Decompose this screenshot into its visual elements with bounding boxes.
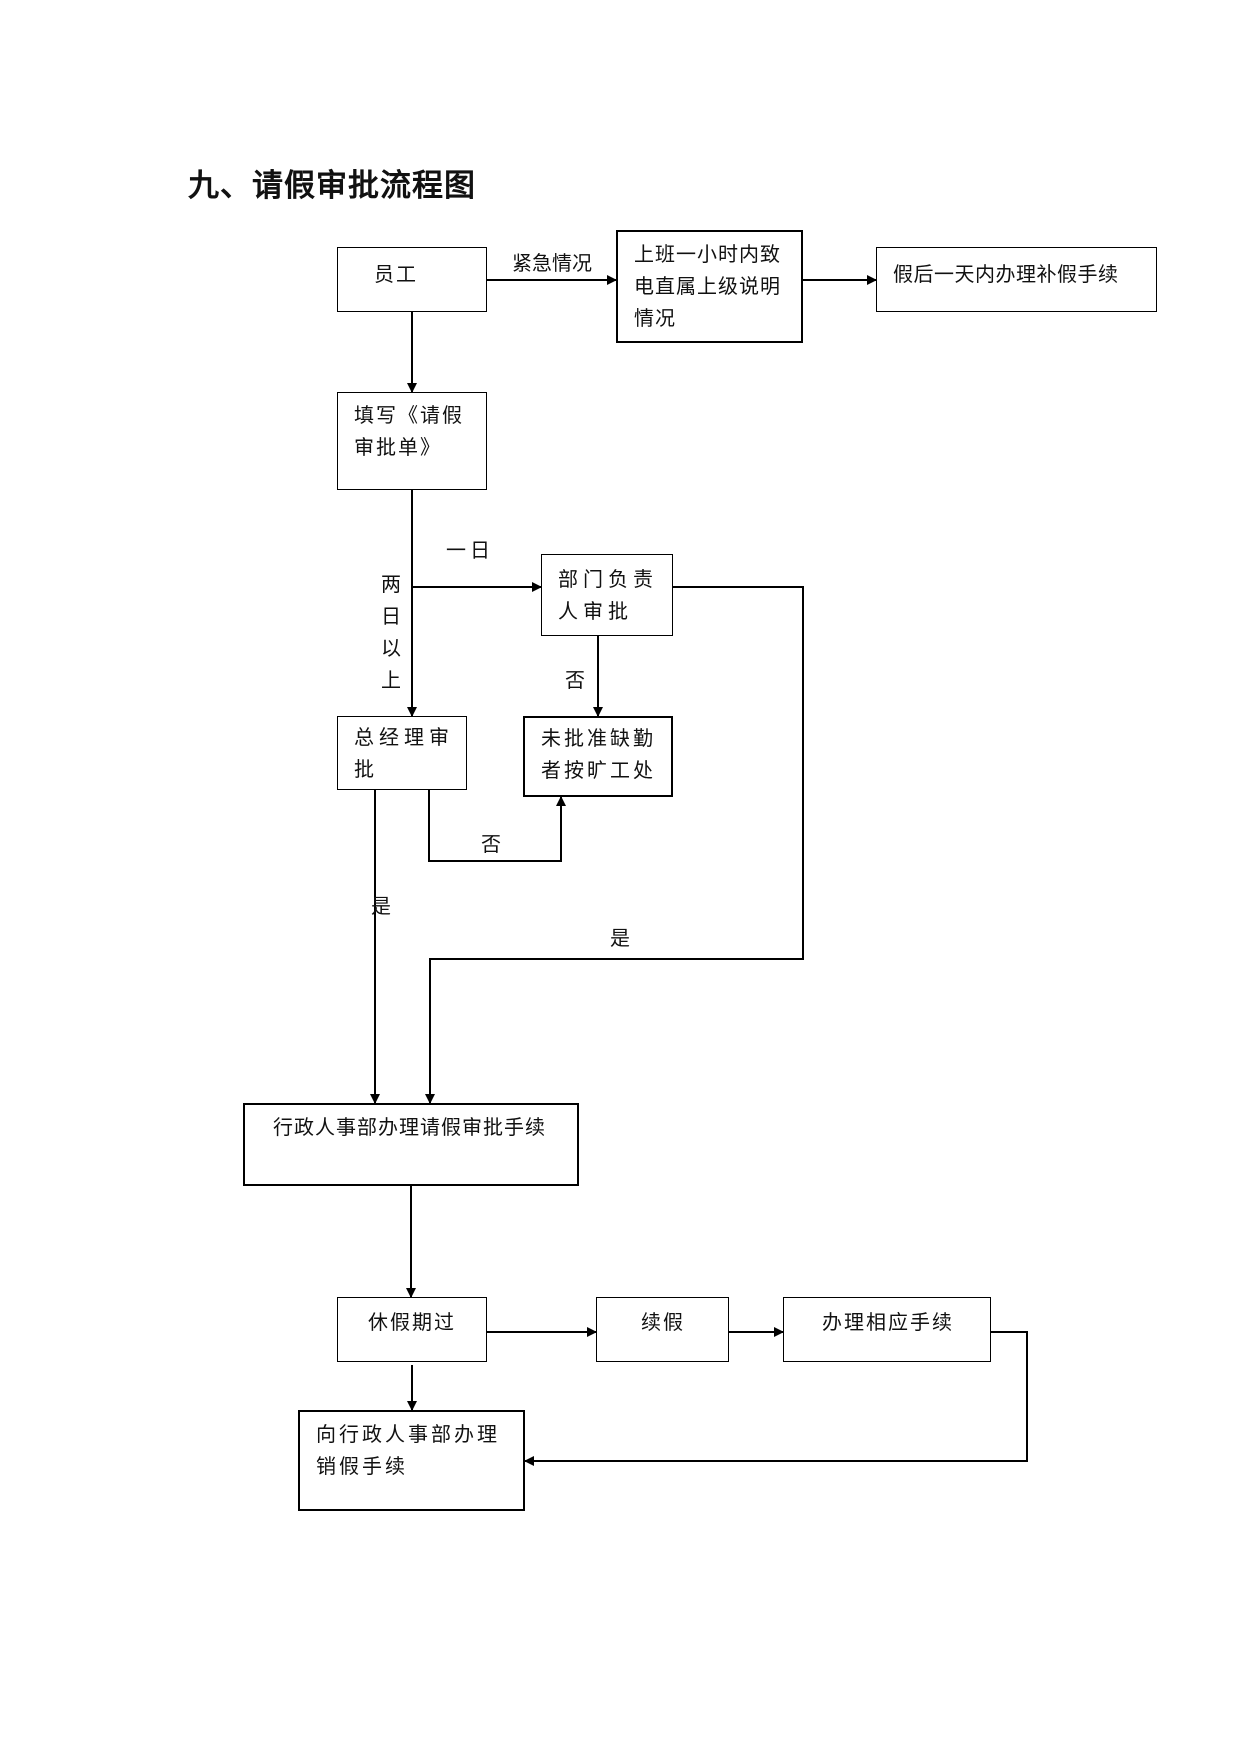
emergency-call-line-2: 电直属上级说明 [634,274,781,298]
emergency-call-node: 上班一小时内致 电直属上级说明 情况 [616,230,803,343]
dept-no-edge-label: 否 [565,668,585,692]
makeup-leave-node: 假后一天内办理补假手续 [876,247,1157,312]
fill-form-line-1: 填写《请假 [354,403,464,427]
extend-leave-label: 续假 [641,1310,685,1334]
dept-approval-line-2: 人审批 [558,599,633,623]
gm-approval-line-2: 批 [354,757,379,781]
gm-approval-node: 总经理审 批 [337,716,467,790]
edge-handle-cancel [524,1331,1028,1466]
gm-approval-line-1: 总经理审 [354,725,454,749]
hr-process-node: 行政人事部办理请假审批手续 [243,1103,579,1186]
absenteeism-line-2: 者按旷工处 [541,758,656,782]
edge-gm-no [428,790,566,862]
employee-node: 员工 [337,247,487,312]
handle-procedures-label: 办理相应手续 [822,1310,954,1334]
page-title: 九、请假审批流程图 [188,168,476,204]
hr-process-label: 行政人事部办理请假审批手续 [273,1115,546,1139]
edge-dept-yes [425,586,804,1104]
makeup-leave-label: 假后一天内办理补假手续 [893,262,1119,286]
employee-label: 员工 [374,262,418,286]
cancel-leave-line-1: 向行政人事部办理 [316,1422,500,1446]
fill-form-node: 填写《请假 审批单》 [337,392,487,490]
dept-approval-line-1: 部门负责 [558,567,658,591]
one-day-edge-label: 一日 [446,538,494,562]
cancel-leave-node: 向行政人事部办理 销假手续 [298,1410,525,1511]
extend-leave-node: 续假 [596,1297,729,1362]
two-days-plus-edge-label: 两 日 以 上 [381,572,401,692]
fill-form-line-2: 审批单》 [354,435,442,459]
absenteeism-line-1: 未批准缺勤 [541,726,656,750]
leave-over-node: 休假期过 [337,1297,487,1362]
cancel-leave-line-2: 销假手续 [316,1454,408,1478]
dept-approval-node: 部门负责 人审批 [541,554,673,636]
dept-yes-edge-label: 是 [610,926,630,950]
gm-no-edge-label: 否 [481,832,501,856]
absenteeism-node: 未批准缺勤 者按旷工处 [523,716,673,797]
handle-procedures-node: 办理相应手续 [783,1297,991,1362]
leave-over-label: 休假期过 [368,1310,456,1334]
gm-yes-edge-label: 是 [371,894,391,918]
emergency-edge-label: 紧急情况 [512,251,592,275]
emergency-call-line-3: 情况 [634,306,676,330]
emergency-call-line-1: 上班一小时内致 [634,242,781,266]
